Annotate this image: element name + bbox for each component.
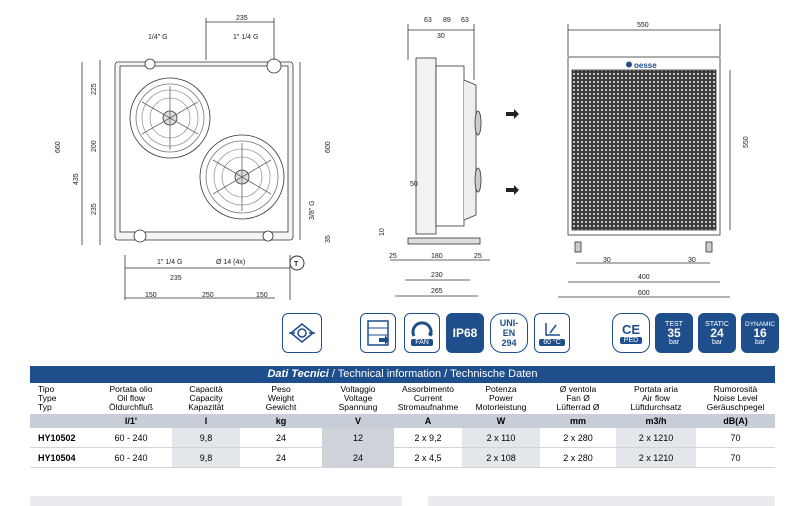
temperature-sensor-marker: T bbox=[289, 255, 305, 271]
dim-height-total: 660 bbox=[55, 141, 62, 153]
front-view bbox=[81, 18, 301, 300]
table-row: HY10504 60 - 240 9,8 24 24 2 x 4,5 2 x 1… bbox=[30, 447, 775, 468]
dim-height-left: 435 bbox=[73, 173, 80, 185]
svg-text:oesse: oesse bbox=[634, 61, 657, 70]
dim-side-bottom-25-right: 25 bbox=[474, 253, 482, 260]
side-view bbox=[390, 24, 490, 297]
dim-side-bottom-180: 180 bbox=[431, 253, 443, 260]
airflow-arrow-icon bbox=[506, 109, 519, 195]
uni-en-294-icon: UNI-EN 294 bbox=[490, 313, 528, 353]
dim-side-bottom-265: 265 bbox=[431, 288, 443, 295]
dim-side-port: 3/8" G bbox=[309, 200, 316, 220]
footer-bar-right bbox=[428, 496, 775, 506]
svg-text:T: T bbox=[294, 261, 299, 268]
dim-side-bottom-25-left: 25 bbox=[389, 253, 397, 260]
dim-top-spacing: 235 bbox=[236, 15, 248, 22]
dim-mount-holes: Ø 14 (4x) bbox=[216, 259, 245, 266]
fan-lower-icon bbox=[199, 134, 285, 220]
dim-rear-bottom-600: 600 bbox=[638, 290, 650, 297]
dim-height-225: 225 bbox=[91, 83, 98, 95]
static-pressure-icon: STATIC 24 bar bbox=[698, 313, 736, 353]
cooler-module-icon bbox=[360, 313, 396, 353]
dim-port-right: 1" 1/4 G bbox=[233, 34, 258, 41]
dim-side-top-89: 89 bbox=[443, 17, 451, 24]
footer-bar-left bbox=[30, 496, 402, 506]
dim-side-top-63-a: 63 bbox=[424, 17, 432, 24]
dim-side-top-63-b: 63 bbox=[461, 17, 469, 24]
dim-side-height-10: 10 bbox=[379, 228, 386, 236]
test-pressure-icon: TEST 35 bar bbox=[655, 313, 693, 353]
dim-bottom-250: 250 bbox=[202, 292, 214, 299]
dim-rear-bottom-30-left: 30 bbox=[603, 257, 611, 264]
dim-height-right: 600 bbox=[325, 141, 332, 153]
technical-drawing: 235 1/4" G 1" 1/4 G 660 435 225 200 235 … bbox=[55, 15, 750, 300]
dim-side-top-30: 30 bbox=[437, 33, 445, 40]
dim-bottom-port: 1" 1/4 G bbox=[157, 259, 182, 266]
fan-upper-icon bbox=[129, 77, 211, 159]
bypass-valve-icon bbox=[282, 313, 322, 353]
ip68-icon: IP68 bbox=[446, 313, 484, 353]
feature-icons: FAN IP68 UNI-EN 294 60 °C CE PED TEST 35… bbox=[0, 313, 800, 357]
technical-table: Dati Tecnici / Technical information / T… bbox=[30, 366, 775, 468]
dim-height-35: 35 bbox=[325, 235, 332, 243]
dim-side-height-50: 50 bbox=[410, 181, 418, 188]
dim-bottom-150-right: 150 bbox=[256, 292, 268, 299]
brand-logo: oesse bbox=[625, 60, 677, 70]
dim-rear-width-550: 550 bbox=[637, 22, 649, 29]
ce-ped-icon: CE PED bbox=[612, 313, 650, 353]
dim-port-left: 1/4" G bbox=[148, 34, 168, 41]
dynamic-pressure-icon: DYNAMIC 16 bar bbox=[741, 313, 779, 353]
dim-rear-bottom-400: 400 bbox=[638, 274, 650, 281]
dim-bottom-spacing: 235 bbox=[170, 275, 182, 282]
table-unit-row: l/1' l kg V A W mm m3/h dB(A) bbox=[30, 414, 775, 428]
fan-icon: FAN bbox=[404, 313, 440, 353]
dim-height-235-left: 235 bbox=[91, 203, 98, 215]
dim-rear-bottom-30-right: 30 bbox=[688, 257, 696, 264]
dim-side-bottom-230: 230 bbox=[431, 272, 443, 279]
rear-view bbox=[558, 24, 731, 298]
table-title: Dati Tecnici / Technical information / T… bbox=[30, 366, 775, 383]
dim-height-200: 200 bbox=[91, 140, 98, 152]
dim-rear-height-550: 550 bbox=[743, 136, 750, 148]
temperature-icon: 60 °C bbox=[534, 313, 570, 353]
table-row: HY10502 60 - 240 9,8 24 12 2 x 9,2 2 x 1… bbox=[30, 428, 775, 448]
dim-bottom-150-left: 150 bbox=[145, 292, 157, 299]
